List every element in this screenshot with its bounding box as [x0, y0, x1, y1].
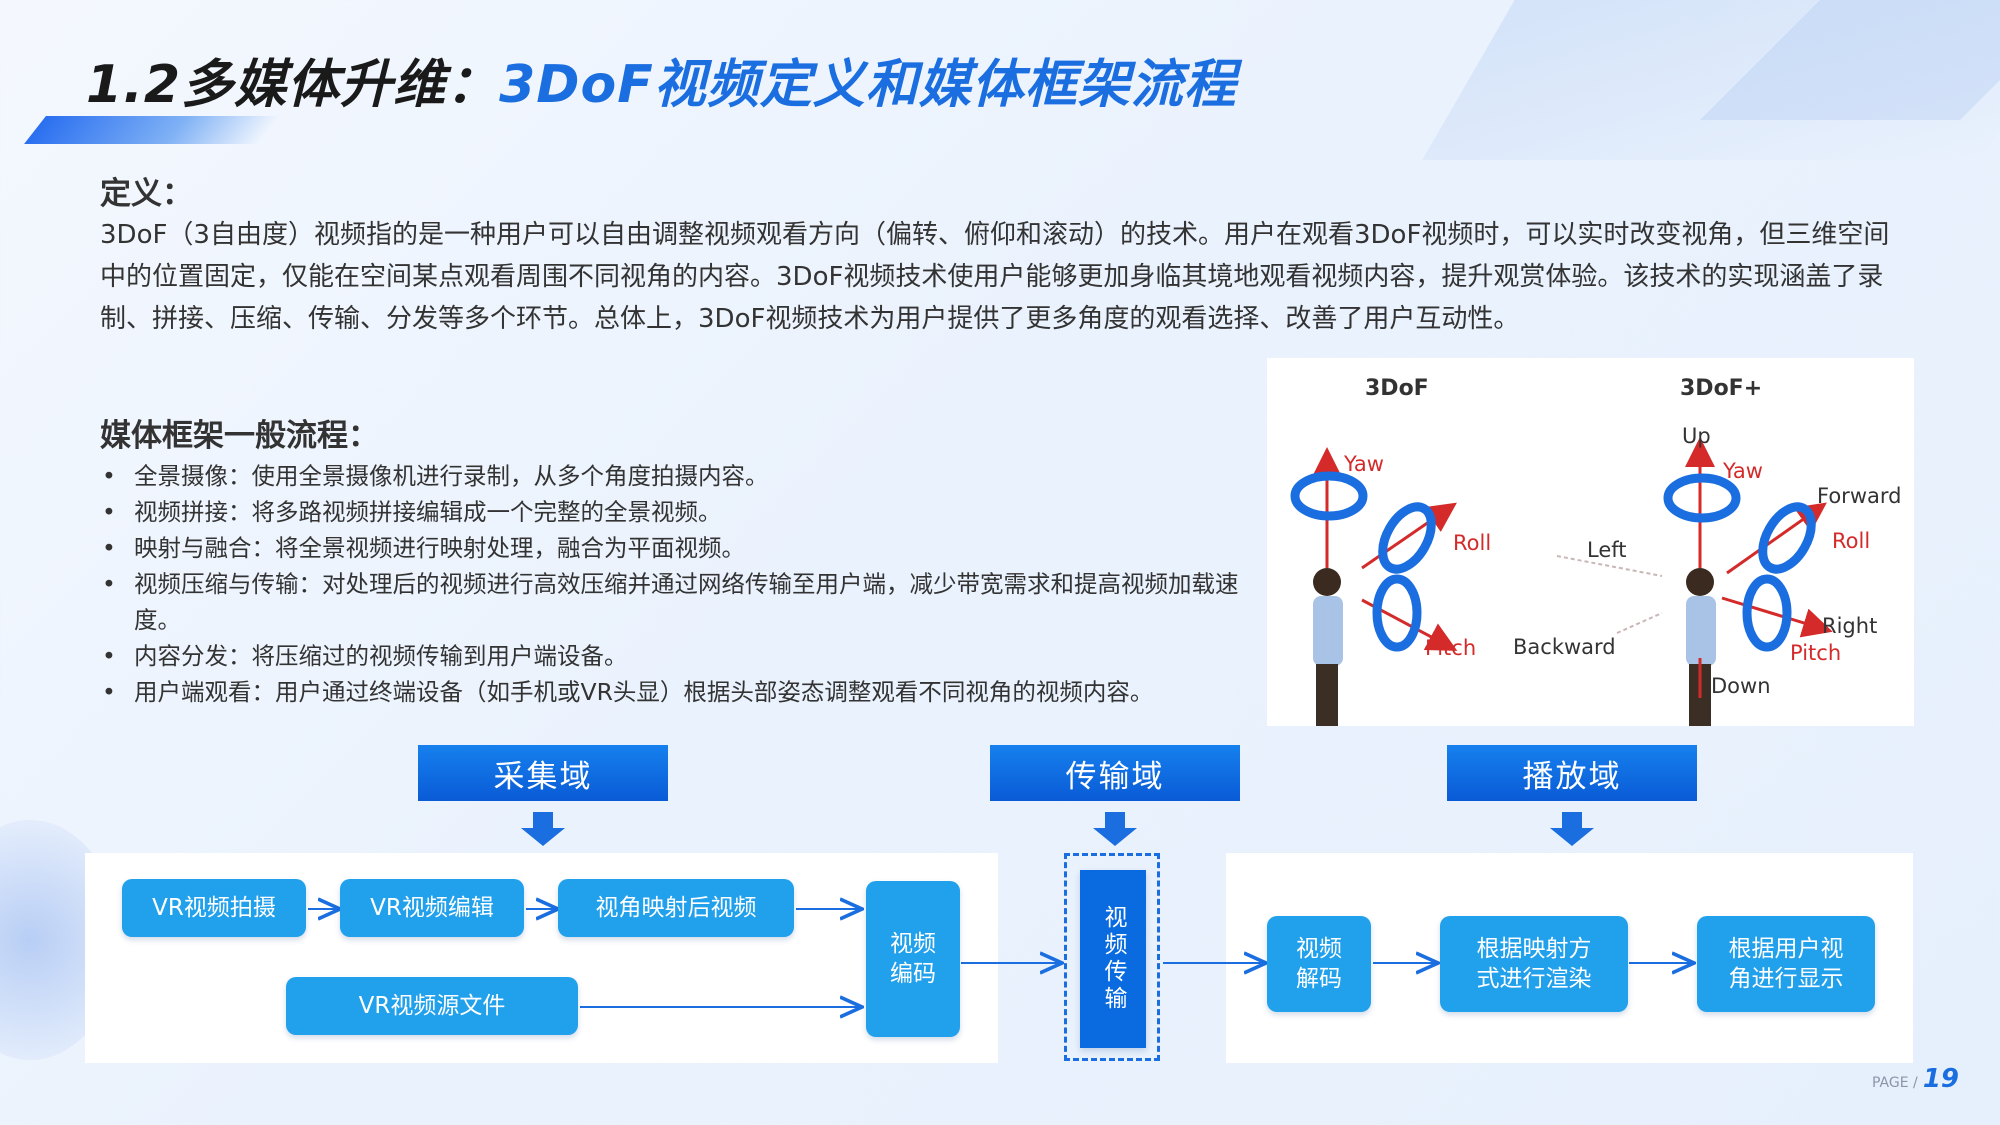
list-item: 用户端观看：用户通过终端设备（如手机或VR头显）根据头部姿态调整观看不同视角的视…: [100, 674, 1250, 710]
yaw-rotation-icon: [1290, 471, 1368, 521]
transmit-dashed-frame: [1064, 853, 1160, 1061]
definition-body: 3DoF（3自由度）视频指的是一种用户可以自由调整视频观看方向（偏转、俯仰和滚动…: [100, 220, 1890, 334]
video-decode-node: 视频解码: [1267, 916, 1371, 1012]
list-item: 视频压缩与传输：对处理后的视频进行高效压缩并通过网络传输至用户端，减少带宽需求和…: [100, 566, 1250, 638]
fig-right-forward-label: Forward: [1817, 484, 1902, 508]
list-item: 视频拼接：将多路视频拼接编辑成一个完整的全景视频。: [100, 494, 1250, 530]
pitch-rotation-icon: [1372, 574, 1422, 652]
fig-right-title: 3DoF+: [1680, 376, 1763, 401]
mapped-video-node: 视角映射后视频: [558, 879, 794, 937]
transmit-down-arrow-icon: [1093, 812, 1137, 846]
vr-edit-node: VR视频编辑: [340, 879, 524, 937]
list-item: 内容分发：将压缩过的视频传输到用户端设备。: [100, 638, 1250, 674]
playback-domain-header: 播放域: [1447, 745, 1697, 801]
flow-heading: 媒体框架一般流程：: [100, 418, 379, 454]
title-prefix: 1.2多媒体升维：: [86, 55, 500, 115]
definition-heading: 定义：: [100, 176, 193, 212]
fig-left-pitch-label: Pitch: [1425, 636, 1477, 660]
list-item: 全景摄像：使用全景摄像机进行录制，从多个角度拍摄内容。: [100, 458, 1250, 494]
capture-domain-header: 采集域: [418, 745, 668, 801]
render-node: 根据映射方式进行渲染: [1440, 916, 1628, 1012]
person-left-icon: [1313, 568, 1343, 726]
fig-right-yaw-label: Yaw: [1723, 459, 1763, 483]
video-transmit-node: 视频传输: [1080, 870, 1146, 1048]
fig-left-title: 3DoF: [1365, 376, 1429, 401]
dof-figure-drawing: [1290, 437, 1833, 726]
list-item: 映射与融合：将全景视频进行映射处理，融合为平面视频。: [100, 530, 1250, 566]
display-node: 根据用户视角进行显示: [1697, 916, 1875, 1012]
vr-shoot-node: VR视频拍摄: [122, 879, 306, 937]
fig-right-backward-label: Backward: [1513, 635, 1616, 659]
playback-down-arrow-icon: [1550, 812, 1594, 846]
fig-right-roll-label: Roll: [1832, 529, 1871, 553]
transmit-domain-header: 传输域: [990, 745, 1240, 801]
fig-left-yaw-label: Yaw: [1344, 452, 1384, 476]
flow-list: 全景摄像：使用全景摄像机进行录制，从多个角度拍摄内容。 视频拼接：将多路视频拼接…: [100, 458, 1250, 710]
page-number-value: 19: [1922, 1064, 1960, 1094]
fig-right-pitch-label: Pitch: [1790, 641, 1842, 665]
page-title: 1.2多媒体升维：3DoF视频定义和媒体框架流程: [86, 42, 1237, 117]
video-encode-node: 视频编码: [866, 881, 960, 1037]
fig-right-up-label: Up: [1682, 424, 1711, 448]
roll-rotation-icon: [1378, 502, 1436, 574]
fig-right-right-label: Right: [1822, 614, 1878, 638]
title-accent: 3DoF视频定义和媒体框架流程: [499, 55, 1237, 115]
page-label: PAGE /: [1872, 1075, 1918, 1091]
fig-right-down-label: Down: [1711, 674, 1771, 698]
vr-source-node: VR视频源文件: [286, 977, 578, 1035]
person-right-icon: [1686, 568, 1716, 726]
fig-right-left-label: Left: [1587, 538, 1627, 562]
capture-down-arrow-icon: [521, 812, 565, 846]
page-number: PAGE / 19: [1872, 1064, 1959, 1094]
fig-left-roll-label: Roll: [1453, 531, 1492, 555]
dof-figure: 3DoF Yaw Roll Pitch 3DoF+ Up Yaw Forward…: [1267, 358, 1914, 726]
